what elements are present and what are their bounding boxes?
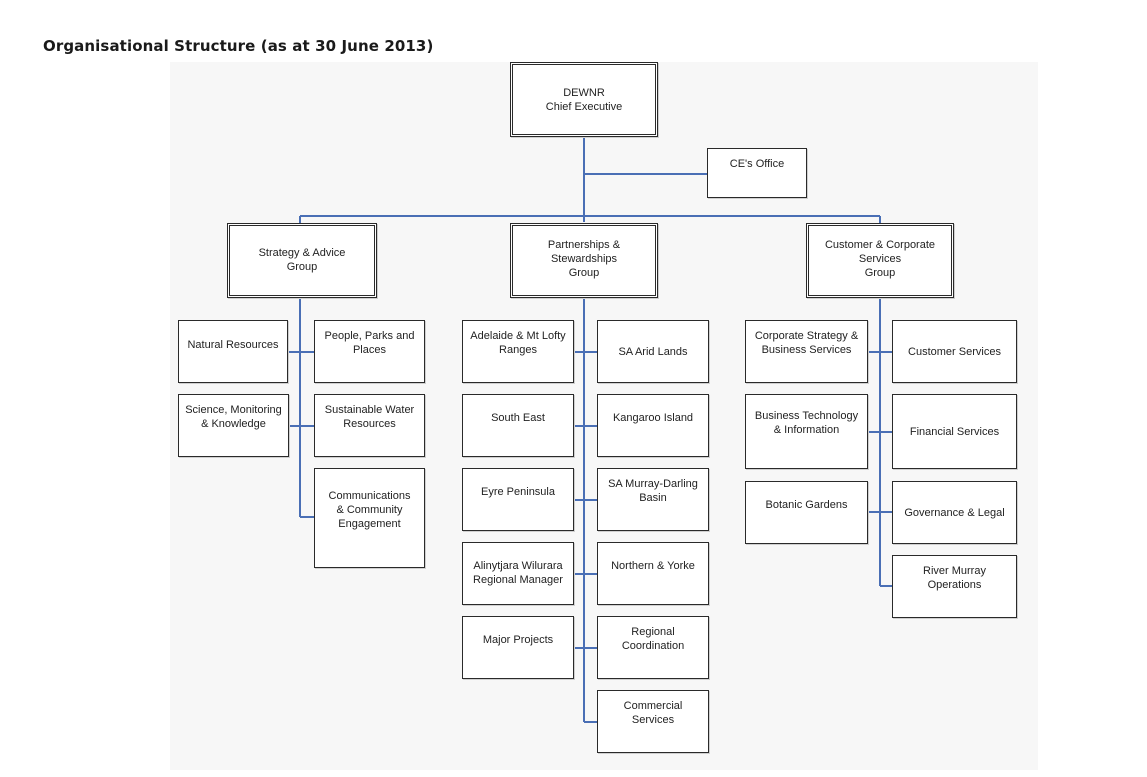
eyre-peninsula-box: Eyre Peninsula [462, 468, 574, 531]
alinytjara-wilurara-box: Alinytjara Wilurara Regional Manager [462, 542, 574, 605]
sa-arid-lands-box: SA Arid Lands [597, 320, 709, 383]
kangaroo-island-box: Kangaroo Island [597, 394, 709, 457]
commercial-services-box: Commercial Services [597, 690, 709, 753]
customer-corporate-services-group-box: Customer & Corporate Services Group [806, 223, 954, 298]
communications-community-engagement-box: Communications & Community Engagement [314, 468, 425, 568]
regional-coordination-box: Regional Coordination [597, 616, 709, 679]
botanic-gardens-box: Botanic Gardens [745, 481, 868, 544]
customer-services-box: Customer Services [892, 320, 1017, 383]
northern-yorke-box: Northern & Yorke [597, 542, 709, 605]
river-murray-operations-box: River Murray Operations [892, 555, 1017, 618]
financial-services-box: Financial Services [892, 394, 1017, 469]
sa-murray-darling-basin-box: SA Murray-Darling Basin [597, 468, 709, 531]
natural-resources-box: Natural Resources [178, 320, 288, 383]
ce-office-box: CE's Office [707, 148, 807, 198]
page-title: Organisational Structure (as at 30 June … [43, 37, 434, 55]
corporate-strategy-business-services-box: Corporate Strategy & Business Services [745, 320, 868, 383]
science-monitoring-knowledge-box: Science, Monitoring & Knowledge [178, 394, 289, 457]
adelaide-mt-lofty-ranges-box: Adelaide & Mt Lofty Ranges [462, 320, 574, 383]
partnerships-stewardships-group-box: Partnerships & Stewardships Group [510, 223, 658, 298]
governance-legal-box: Governance & Legal [892, 481, 1017, 544]
strategy-advice-group-box: Strategy & Advice Group [227, 223, 377, 298]
major-projects-box: Major Projects [462, 616, 574, 679]
sustainable-water-resources-box: Sustainable Water Resources [314, 394, 425, 457]
people-parks-places-box: People, Parks and Places [314, 320, 425, 383]
business-technology-information-box: Business Technology & Information [745, 394, 868, 469]
chief-executive-box: DEWNR Chief Executive [510, 62, 658, 137]
south-east-box: South East [462, 394, 574, 457]
